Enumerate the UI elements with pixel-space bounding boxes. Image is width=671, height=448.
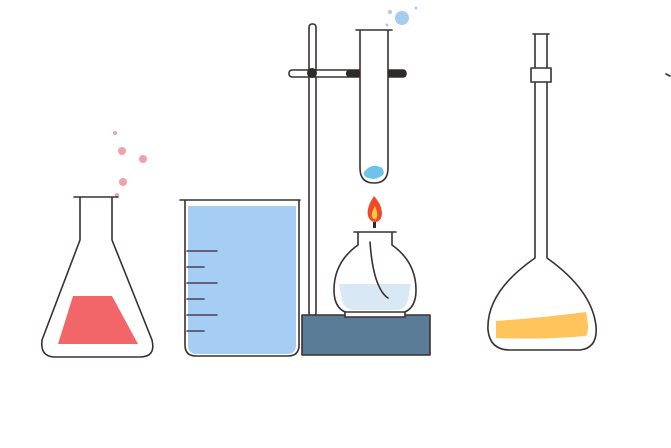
alcohol-burner-icon bbox=[333, 196, 417, 318]
stand-base bbox=[301, 314, 431, 356]
bubble bbox=[388, 10, 392, 14]
beaker-liquid bbox=[188, 206, 296, 354]
volumetric-stopper-band bbox=[530, 67, 552, 83]
erlenmeyer-liquid bbox=[58, 296, 138, 344]
bubble bbox=[115, 193, 119, 197]
blue-bubbles bbox=[385, 6, 418, 27]
beaker-glass bbox=[179, 199, 301, 357]
flame-core bbox=[371, 206, 378, 220]
burner-wick bbox=[373, 222, 376, 228]
burner-liquid bbox=[339, 284, 411, 310]
burner-base bbox=[344, 311, 406, 318]
bubble bbox=[113, 131, 117, 135]
pink-bubbles bbox=[113, 131, 147, 197]
erlenmeyer-flask-icon bbox=[40, 196, 154, 358]
volumetric-glass bbox=[487, 33, 597, 351]
test-tube-glass bbox=[355, 29, 393, 184]
beaker-graduation bbox=[186, 250, 218, 332]
erlenmeyer-glass bbox=[40, 196, 154, 358]
volumetric-flask-icon bbox=[487, 33, 597, 351]
stand-clamp-knob bbox=[307, 68, 317, 78]
bubble bbox=[118, 147, 126, 155]
stray-mark bbox=[665, 73, 671, 77]
volumetric-liquid bbox=[496, 312, 588, 339]
stand-rod bbox=[308, 23, 317, 317]
bubble bbox=[119, 178, 127, 186]
beaker-icon bbox=[179, 199, 301, 357]
test-tube-liquid bbox=[363, 165, 384, 179]
bubble bbox=[395, 11, 409, 25]
retort-stand-icon bbox=[288, 23, 431, 356]
bubble bbox=[139, 155, 147, 163]
bubble bbox=[385, 23, 389, 27]
burner-wick-tube bbox=[369, 241, 389, 299]
bubble bbox=[414, 6, 418, 10]
test-tube-icon bbox=[355, 29, 393, 184]
